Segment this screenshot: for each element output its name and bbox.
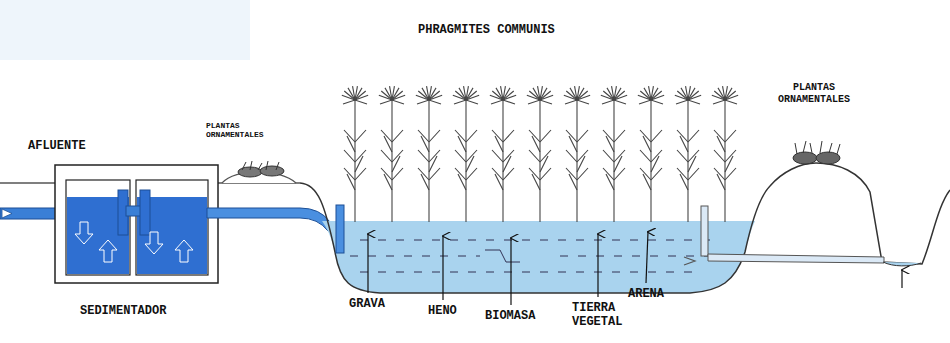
reed-plant (490, 86, 516, 222)
flow-arrow (145, 232, 163, 254)
transfer-pipe (207, 208, 340, 231)
flow-arrow (2, 209, 12, 218)
layer-label: ARENA (628, 288, 664, 302)
reed-plant (416, 86, 442, 222)
reed-plant (638, 86, 664, 222)
inflow-label: AFLUENTE (28, 140, 86, 154)
reed-plant (453, 86, 479, 222)
tank-chamber (136, 180, 208, 275)
tank-label: SEDIMENTADOR (80, 305, 166, 319)
flow-arrow (175, 240, 193, 262)
layer-label: HENO (428, 305, 457, 319)
layer-label: TIERRA VEGETAL (572, 302, 634, 330)
distribution-pipe (336, 205, 344, 253)
settling-tank (55, 165, 218, 283)
plant-name: PHRAGMITES COMMUNIS (418, 24, 555, 38)
leader-line (901, 270, 902, 288)
layer-label: GRAVA (349, 298, 385, 312)
receiving-ditch (883, 262, 921, 266)
layer-label: BIOMASA (485, 310, 535, 324)
reed-plant (379, 86, 405, 222)
reed-plant (527, 86, 553, 222)
reed-plant (564, 86, 590, 222)
reed-plant (601, 86, 627, 222)
substrate-layers (350, 240, 730, 272)
ornamental-shrub (793, 141, 840, 164)
flow-arrow (75, 222, 93, 244)
reed-plants (342, 86, 738, 222)
outlet-pipe (708, 254, 884, 263)
wetland-water (322, 221, 755, 293)
ornamental-shrub (238, 161, 284, 177)
plant-label: PLANTAS ORNAMENTALES (206, 121, 268, 139)
reed-plant (675, 86, 701, 222)
flow-arrow (99, 240, 117, 262)
plant-label: PLANTAS ORNAMENTALES (772, 82, 856, 105)
reed-plant (712, 86, 738, 222)
reed-plant (342, 86, 368, 222)
background-smear (0, 0, 250, 60)
tank-chamber (66, 180, 130, 275)
collection-pipe (701, 206, 708, 256)
flow-arrow (684, 257, 695, 265)
wetland-basin (300, 163, 950, 293)
tank-baffle (140, 190, 150, 235)
leader-lines (368, 232, 648, 305)
